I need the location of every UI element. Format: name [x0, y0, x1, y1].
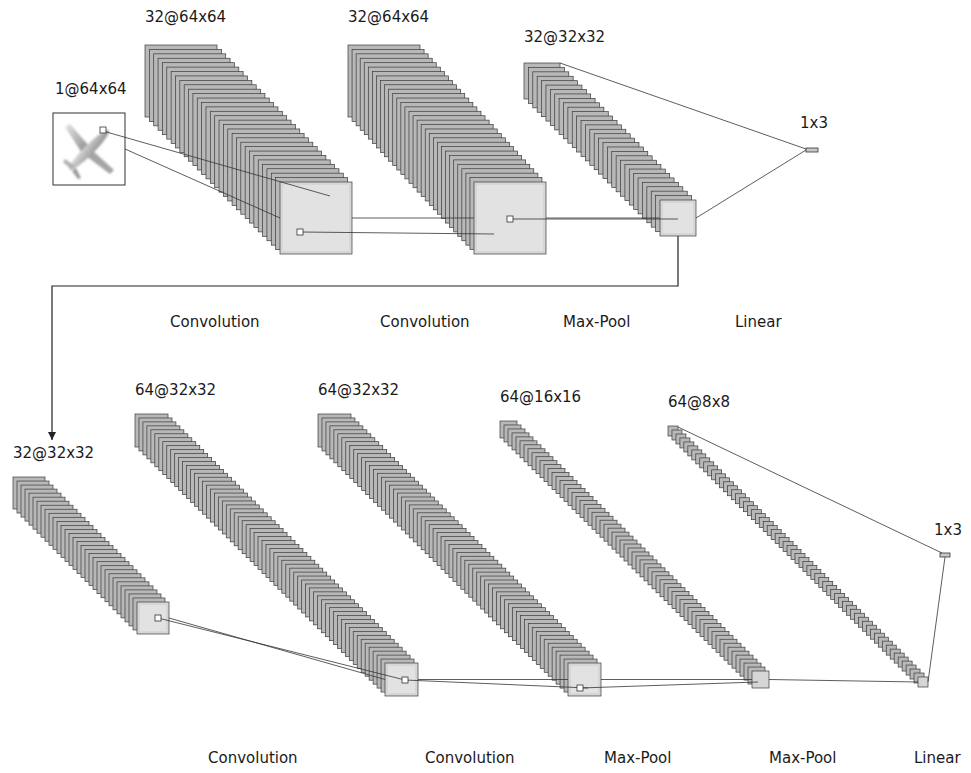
layer-name: Convolution	[380, 313, 470, 331]
feature-map-face	[663, 203, 693, 233]
projection-line	[546, 218, 660, 219]
feature-map	[385, 663, 418, 696]
projection-line	[928, 557, 945, 682]
receptive-field	[297, 229, 303, 235]
projection-line	[678, 427, 942, 553]
feature-map	[568, 663, 601, 696]
feature-map-face	[388, 666, 415, 693]
layer-name-slot: Max-Pool	[604, 749, 671, 767]
projection-line	[169, 618, 385, 680]
layer-name: Linear	[914, 749, 961, 767]
map-stack-shape	[668, 393, 928, 687]
size-label: 64@16x16	[500, 388, 581, 406]
layer-name-slot: Convolution	[170, 313, 260, 331]
map-stack-shape	[524, 28, 696, 236]
layer-name-slot: Max-Pool	[769, 749, 836, 767]
feature-map	[752, 671, 769, 688]
feature-map-face	[140, 605, 166, 631]
output-vector: 1x3	[934, 521, 964, 557]
layer-name-slot: Linear	[735, 313, 782, 331]
layer-name-slot: Max-Pool	[563, 313, 630, 331]
layer-name: Convolution	[170, 313, 260, 331]
projection-line	[696, 150, 806, 218]
feature-map-face	[477, 185, 543, 251]
receptive-field	[155, 615, 161, 621]
projection-line	[580, 682, 758, 688]
feature-map-stack: 32@32x32	[524, 28, 696, 236]
input-image: 1@64x64	[53, 80, 129, 185]
feature-map-stack: 32@64x64	[348, 8, 546, 254]
map-stack-shape	[318, 381, 601, 696]
layer-name: Max-Pool	[769, 749, 836, 767]
tail-fin	[63, 159, 75, 170]
feature-map-stack: 32@64x64	[145, 8, 352, 254]
map-stack-shape	[500, 388, 769, 688]
projection-line	[601, 679, 752, 680]
feature-map-stack: 32@32x32	[13, 444, 169, 634]
airplane	[63, 124, 114, 179]
size-label: 32@32x32	[524, 28, 605, 46]
output-vector-shape	[940, 553, 950, 557]
output-vector-shape	[806, 148, 818, 152]
layer-name: Max-Pool	[563, 313, 630, 331]
flow-arrow	[52, 236, 678, 440]
layer-name: Linear	[735, 313, 782, 331]
projection-line	[158, 618, 405, 680]
layer-name: Convolution	[208, 749, 298, 767]
map-stack-shape	[135, 381, 418, 696]
layer-name-slot: Linear	[914, 749, 961, 767]
layer-name-slot: Convolution	[380, 313, 470, 331]
map-stack-shape	[145, 8, 352, 254]
map-stack-shape	[13, 444, 169, 634]
projection-line	[510, 219, 678, 220]
size-label: 32@64x64	[145, 8, 226, 26]
map-stack-shape	[348, 8, 546, 254]
size-label: 1x3	[800, 114, 828, 132]
layer-name-slot: Convolution	[425, 749, 515, 767]
feature-map	[660, 200, 696, 236]
projection-line	[352, 218, 474, 219]
feature-map	[474, 182, 546, 254]
feature-map-face	[571, 666, 598, 693]
receptive-field	[577, 685, 583, 691]
receptive-field	[507, 216, 513, 222]
image-frame	[53, 113, 125, 185]
size-label: 32@32x32	[13, 444, 94, 462]
size-label: 64@8x8	[668, 393, 730, 411]
size-label: 1@64x64	[55, 80, 127, 98]
feature-map-stack: 64@32x32	[318, 381, 601, 696]
feature-map	[280, 182, 352, 254]
size-label: 64@32x32	[318, 381, 399, 399]
feature-map	[918, 677, 928, 687]
tail-fin	[72, 168, 81, 179]
feature-map-stack: 64@16x16	[500, 388, 769, 688]
projection-line	[769, 680, 918, 683]
receptive-field	[100, 127, 106, 133]
output-vector: 1x3	[800, 114, 830, 152]
layer-name: Convolution	[425, 749, 515, 767]
feature-map-stack: 64@8x8	[668, 393, 928, 687]
projection-line	[418, 679, 568, 680]
feature-map	[137, 602, 169, 634]
feature-map-stack: 64@32x32	[135, 381, 418, 696]
receptive-field	[402, 677, 408, 683]
size-label: 64@32x32	[135, 381, 216, 399]
feature-map-face	[283, 185, 349, 251]
layer-name: Max-Pool	[604, 749, 671, 767]
layer-name-slot: Convolution	[208, 749, 298, 767]
size-label: 1x3	[934, 521, 962, 539]
size-label: 32@64x64	[348, 8, 429, 26]
